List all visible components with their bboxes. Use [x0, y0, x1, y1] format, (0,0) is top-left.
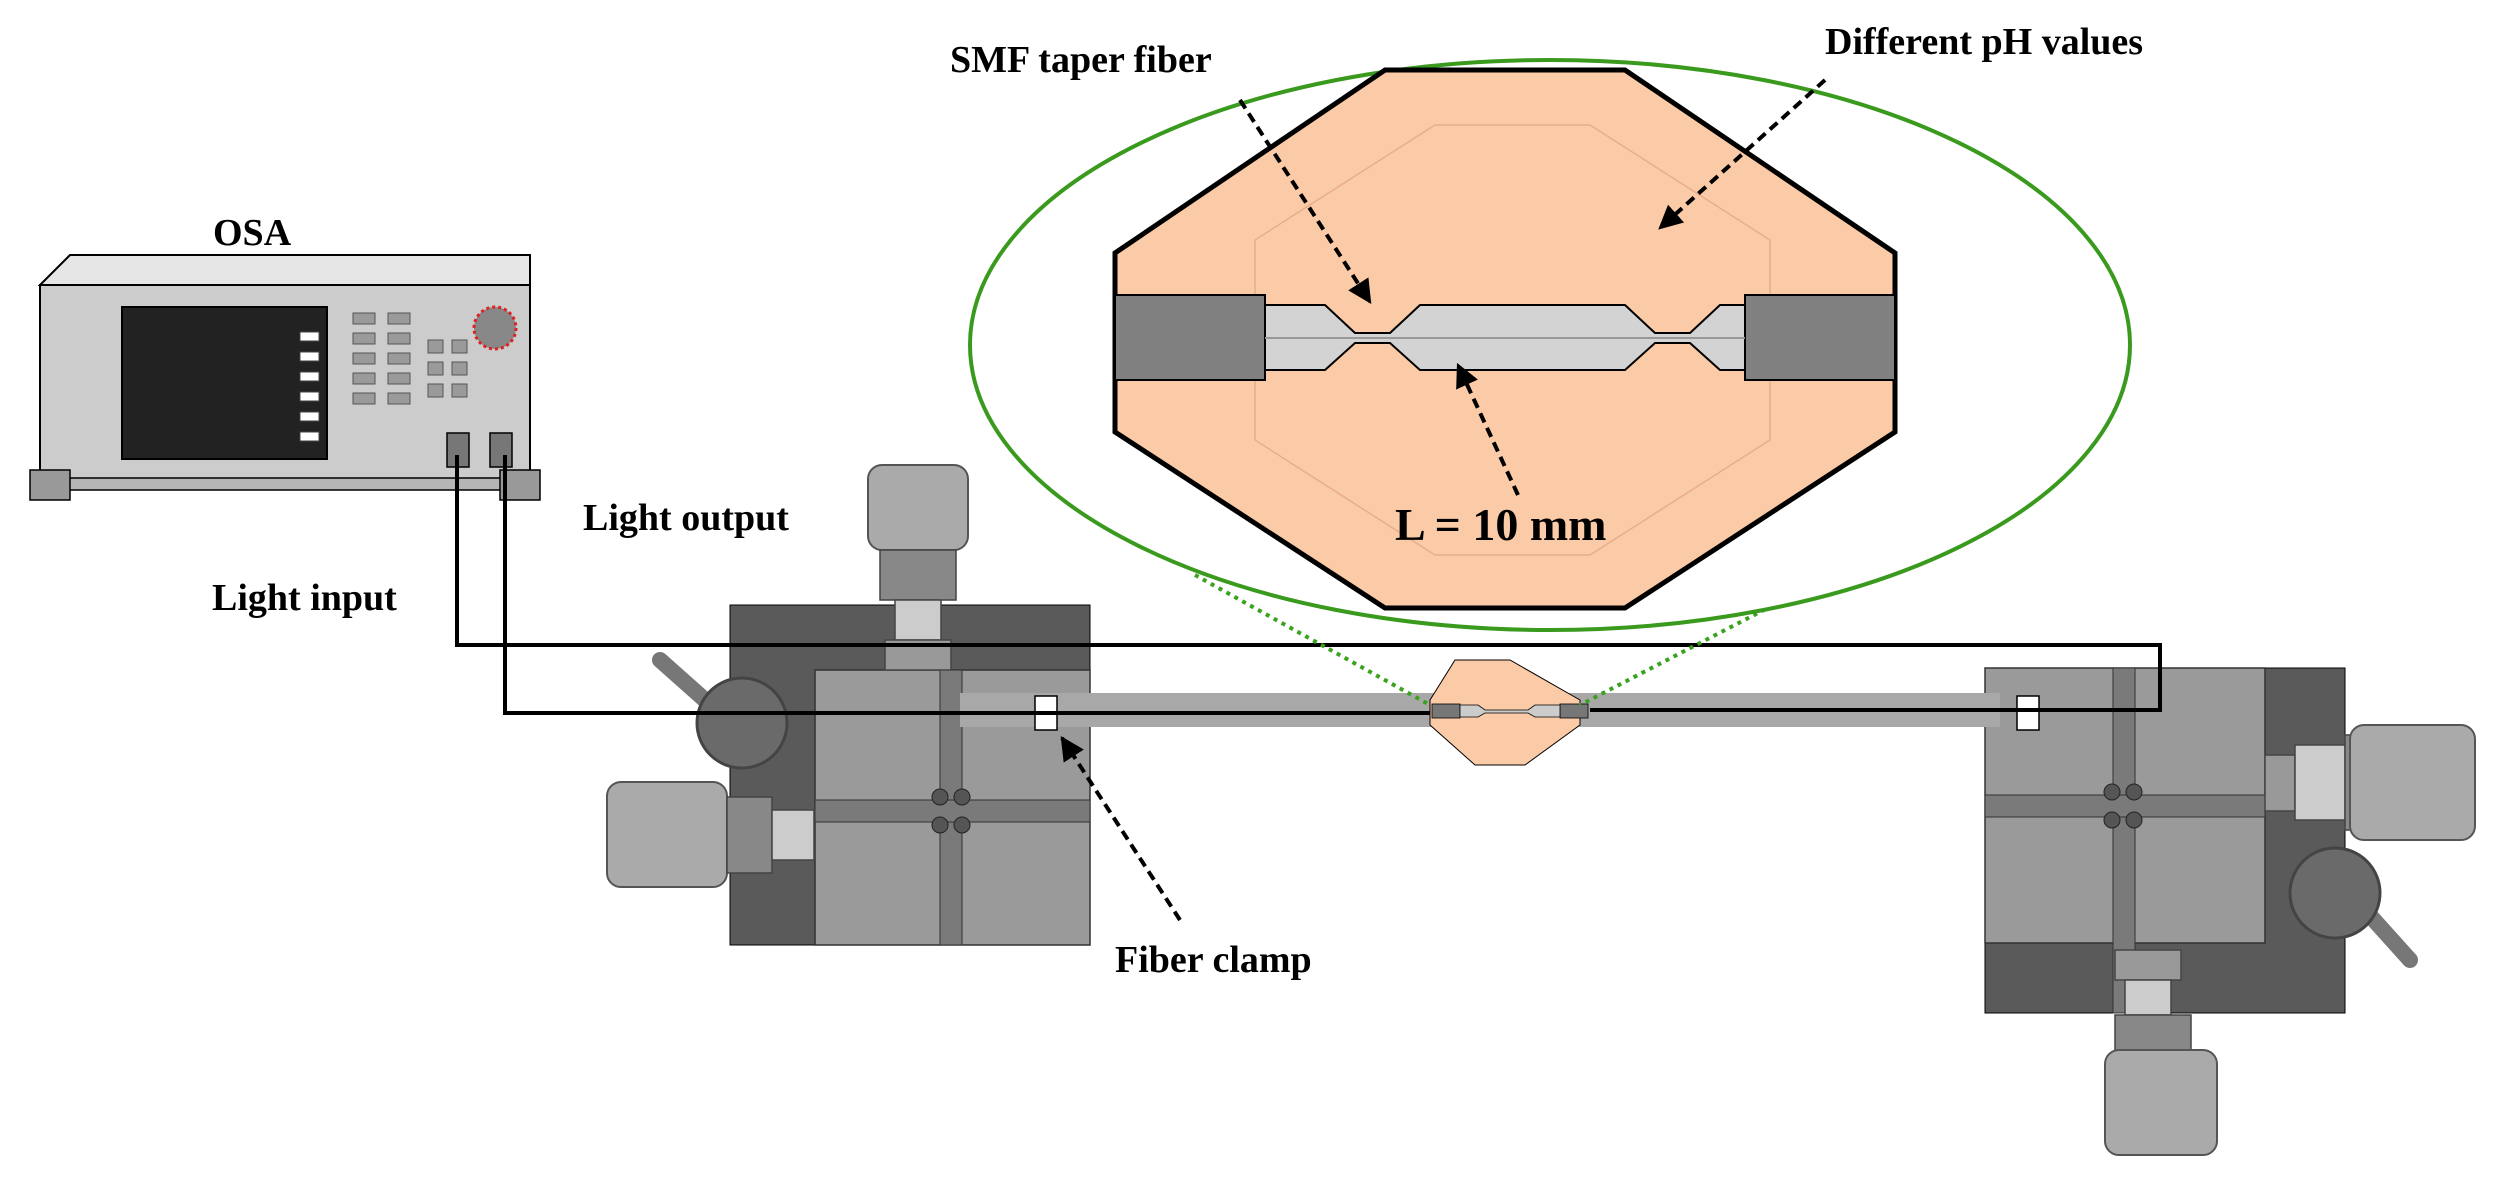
light-output-wire: [503, 455, 1430, 715]
sensor-cell-small-icon: [1429, 659, 1589, 766]
micrometer-knob-icon: [606, 781, 815, 888]
arrow-length: [1456, 362, 1520, 496]
length-label: L = 10 mm: [1395, 499, 1607, 550]
light-input-label: Light input: [212, 577, 397, 619]
osa-screen: [121, 306, 328, 460]
arrow-different-ph: [1658, 78, 1827, 230]
osa-instrument-icon: [29, 254, 541, 501]
light-input-wire: [455, 455, 2162, 712]
sensor-cell-zoomed-icon: [1112, 67, 1898, 611]
micrometer-knob-icon: [867, 464, 969, 671]
lock-knob-icon: [652, 652, 789, 770]
fiber-holder-left: [1114, 294, 1266, 381]
different-ph-label: Different pH values: [1825, 21, 2143, 63]
fiber-holder-right: [1744, 294, 1896, 381]
osa-label: OSA: [213, 212, 292, 254]
arrow-fiber-clamp: [1060, 735, 1182, 922]
osa-port-output: [489, 432, 513, 468]
left-translation-stage-icon: [606, 464, 1091, 946]
fiber-clamp-icon: [2016, 695, 2040, 731]
smf-taper-fiber-label: SMF taper fiber: [950, 39, 1212, 81]
micrometer-knob-icon: [2264, 724, 2476, 841]
arrow-smf-taper: [1238, 98, 1372, 305]
light-output-label: Light output: [583, 497, 789, 539]
lock-knob-icon: [2288, 846, 2418, 968]
osa-power-knob: [472, 305, 518, 351]
fiber-clamp-label: Fiber clamp: [1115, 939, 1312, 981]
right-translation-stage-icon: [1984, 667, 2476, 1156]
micrometer-knob-icon: [2104, 949, 2218, 1156]
osa-keypad: [352, 312, 468, 405]
osa-softkeys: [299, 331, 320, 442]
